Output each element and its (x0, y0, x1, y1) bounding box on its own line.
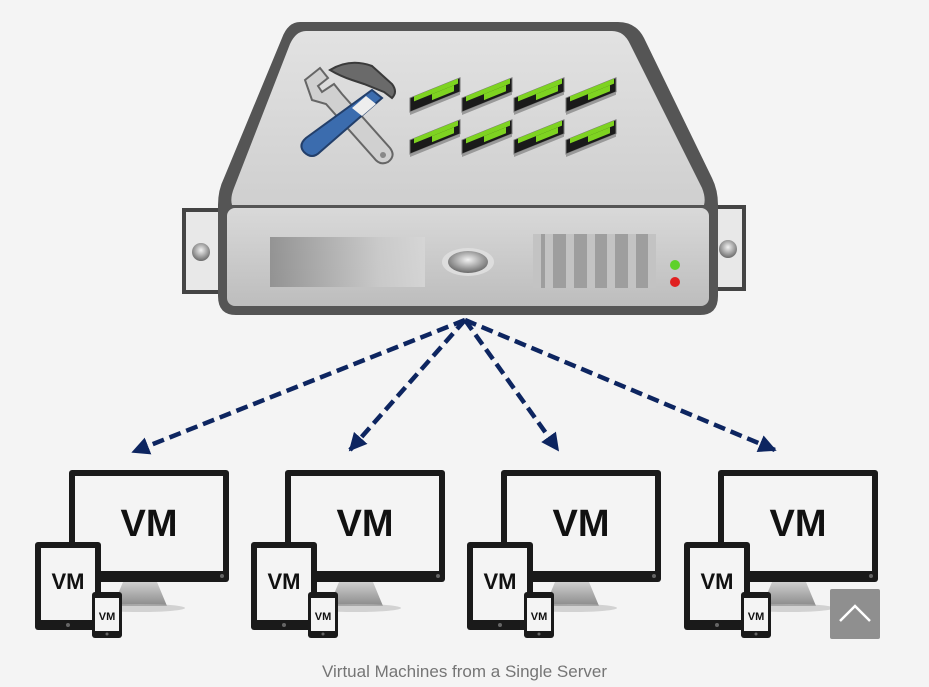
phone-vm-label: VM (99, 611, 116, 623)
connection-arrows (131, 317, 777, 455)
scroll-to-top-button[interactable] (830, 589, 880, 639)
status-led-green (670, 260, 680, 270)
connection-arrow (464, 317, 777, 453)
status-led-red (670, 277, 680, 287)
connection-arrow (348, 318, 467, 452)
gpu-card-icon (461, 77, 513, 115)
client-device-group: VM VM VM (684, 470, 878, 638)
figure-caption: Virtual Machines from a Single Server (321, 662, 608, 681)
gpu-card-icon (565, 77, 617, 115)
tablet-vm-label: VM (484, 569, 517, 594)
phone-icon: VM (308, 592, 338, 638)
monitor-vm-label: VM (121, 503, 178, 545)
power-button-inner (448, 251, 488, 273)
tablet-icon: VM (251, 542, 317, 630)
vent-grille (533, 234, 656, 288)
tablet-icon: VM (35, 542, 101, 630)
chevron-up-icon (839, 604, 871, 622)
monitor-icon: VM (285, 470, 445, 612)
bracket-screw-right (719, 240, 737, 258)
connection-arrow (131, 317, 466, 455)
client-device-group: VM VM VM (467, 470, 661, 638)
monitor-vm-label: VM (770, 503, 827, 545)
phone-vm-label: VM (315, 611, 332, 623)
gpu-card-grid (409, 77, 617, 157)
gpu-card-icon (461, 119, 513, 157)
tablet-icon: VM (467, 542, 533, 630)
gpu-card-icon (513, 77, 565, 115)
gpu-card-icon (565, 119, 617, 157)
tablet-vm-label: VM (52, 569, 85, 594)
phone-icon: VM (741, 592, 771, 638)
client-device-group: VM VM VM (35, 470, 229, 638)
bracket-screw-left (192, 243, 210, 261)
server-icon (182, 22, 746, 315)
tablet-vm-label: VM (268, 569, 301, 594)
server-top-face (231, 31, 705, 205)
monitor-vm-label: VM (337, 503, 394, 545)
gpu-card-icon (409, 119, 461, 157)
monitor-vm-label: VM (553, 503, 610, 545)
phone-icon: VM (92, 592, 122, 638)
tablet-vm-label: VM (701, 569, 734, 594)
gpu-card-icon (409, 77, 461, 115)
rack-bracket-left (182, 208, 226, 294)
phone-vm-label: VM (748, 611, 765, 623)
monitor-icon: VM (69, 470, 229, 612)
gpu-card-icon (513, 119, 565, 157)
phone-icon: VM (524, 592, 554, 638)
drive-slot (270, 237, 425, 287)
tools-icon (300, 61, 396, 165)
phone-vm-label: VM (531, 611, 548, 623)
connection-arrow (463, 318, 560, 452)
client-device-groups: VM VM VM VM VM VM VM VM VM VM VM VM (35, 470, 878, 638)
client-device-group: VM VM VM (251, 470, 445, 638)
tablet-icon: VM (684, 542, 750, 630)
